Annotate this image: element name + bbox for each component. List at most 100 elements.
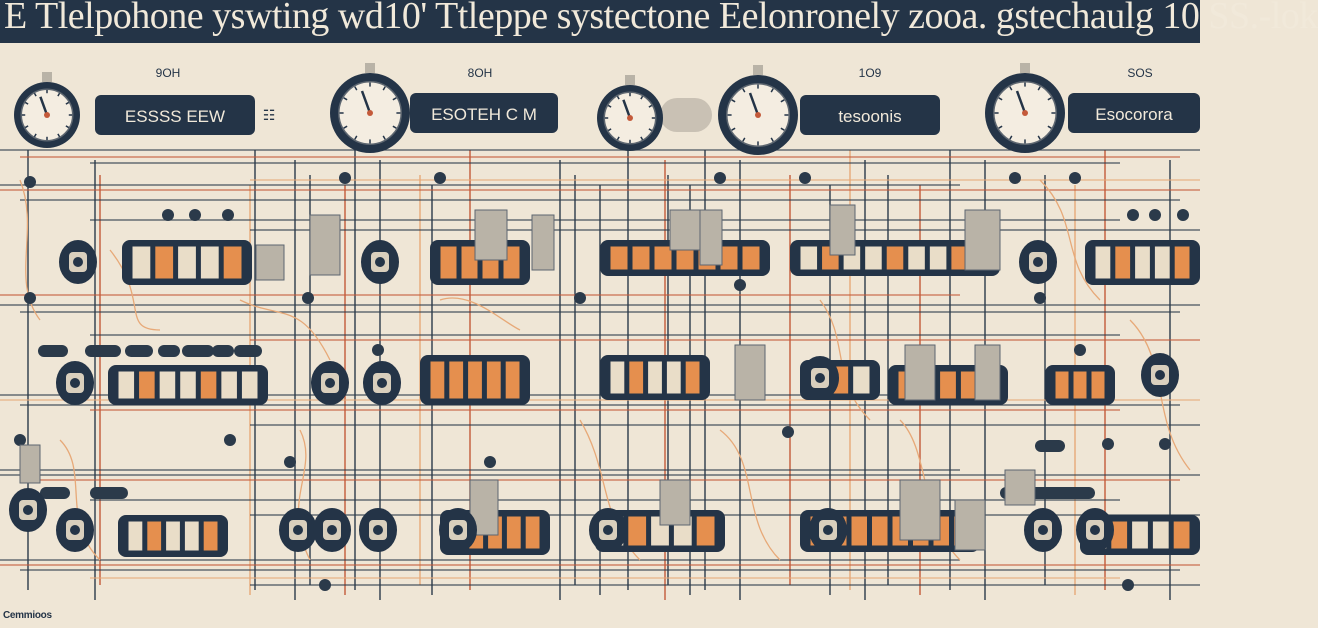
relay-cell (864, 245, 883, 271)
equipment-box (19, 444, 41, 484)
terminal-dot (14, 434, 26, 446)
gauge-tick (607, 128, 612, 132)
phone-dial (453, 525, 463, 535)
equipment-box (974, 344, 1001, 401)
relay-cell (429, 360, 446, 400)
relay-cell (127, 520, 144, 552)
phone-dial (1033, 257, 1043, 267)
phone-dial (375, 257, 385, 267)
gauge-tick (33, 92, 37, 97)
gauge-tick (1037, 135, 1041, 140)
terminal-dot (1102, 438, 1114, 450)
gauge-needle (748, 92, 760, 116)
gauge-tick (65, 125, 70, 129)
relay-cell (799, 245, 819, 271)
connector-pill (85, 345, 121, 357)
gauge-tick (1037, 86, 1041, 91)
gauge-pivot (627, 115, 633, 121)
gauge-tick (770, 137, 774, 142)
gauge-needle (622, 99, 632, 119)
relay-cell (448, 360, 465, 400)
page-title: E Tlelpohone yswting wd10' Ttleppe syste… (4, 0, 1318, 37)
gauge-tick (731, 127, 736, 131)
terminal-dot (1034, 292, 1046, 304)
gauge-tick (24, 101, 29, 105)
relay-cell (524, 515, 541, 550)
phone-dial (325, 378, 335, 388)
relay-cell (460, 245, 479, 280)
gauge-panel (1068, 93, 1200, 133)
relay-cell (852, 365, 871, 395)
wire-curve (59, 439, 101, 561)
equipment-box (899, 479, 941, 541)
gauge-tick (65, 101, 70, 105)
gauge-tick (392, 97, 397, 101)
relay-cell (631, 245, 651, 271)
relay-cell (695, 515, 716, 547)
relay-cell (131, 245, 152, 280)
telephone-node (801, 356, 839, 400)
gauge-tick (57, 92, 61, 97)
phone-dial (1038, 525, 1048, 535)
relay-cell (154, 245, 175, 280)
gauge-tick (742, 88, 746, 93)
title-bar: E Tlelpohone yswting wd10' Ttleppe syste… (0, 0, 1318, 43)
relay-cell (653, 245, 673, 271)
gauge-pivot (1022, 110, 1028, 116)
relay-cell (1114, 245, 1132, 280)
gauge-panel (800, 95, 940, 135)
relay-cell (179, 370, 197, 400)
terminal-dot (339, 172, 351, 184)
gauge-tick (354, 135, 358, 140)
gauge-tick (648, 128, 653, 132)
wire-curve (109, 249, 161, 331)
gauge-knob (42, 72, 52, 82)
equipment-box (309, 214, 341, 276)
terminal-dot (24, 176, 36, 188)
gauge-needle (39, 96, 49, 116)
phone-dial (23, 505, 33, 515)
relay-cell (183, 520, 200, 552)
relay-cell (719, 245, 739, 271)
relay-cell (939, 370, 957, 400)
gauge-panel-label: ESSSS EEW (125, 107, 225, 126)
equipment-box (829, 204, 856, 256)
phone-dial (815, 373, 825, 383)
relay-cell (199, 370, 218, 400)
phone-dial (70, 525, 80, 535)
gauge-pivot (755, 112, 761, 118)
relay-cell (885, 245, 905, 271)
gauge-needle (360, 90, 372, 114)
relay-cell (158, 370, 177, 400)
equipment-box (474, 209, 508, 261)
wire-curve (239, 299, 331, 361)
gauge-needle (1015, 90, 1027, 114)
relay-cell (628, 360, 645, 395)
gauge-tick (640, 136, 644, 141)
gauge-tick (33, 133, 37, 138)
terminal-dot (1122, 579, 1134, 591)
phone-dial (327, 525, 337, 535)
gauge-tick (382, 135, 386, 140)
wire-curve (1039, 179, 1101, 301)
relay-cell (1173, 245, 1191, 280)
relay-cell (138, 370, 156, 400)
equipment-box (659, 479, 691, 526)
gauge-knob (1020, 63, 1030, 73)
relay-cell (1134, 245, 1151, 280)
connector-pill (158, 345, 180, 357)
gauge-tick (648, 104, 653, 108)
gauge-panel-label: tesoonis (838, 107, 901, 126)
phone-dial (1155, 370, 1165, 380)
connector-pill (38, 345, 68, 357)
connector-pill (1035, 440, 1065, 452)
equipment-box (954, 499, 986, 551)
terminal-dot (24, 292, 36, 304)
terminal-dot (189, 209, 201, 221)
terminal-dot (782, 426, 794, 438)
gauge-tick (1009, 135, 1013, 140)
